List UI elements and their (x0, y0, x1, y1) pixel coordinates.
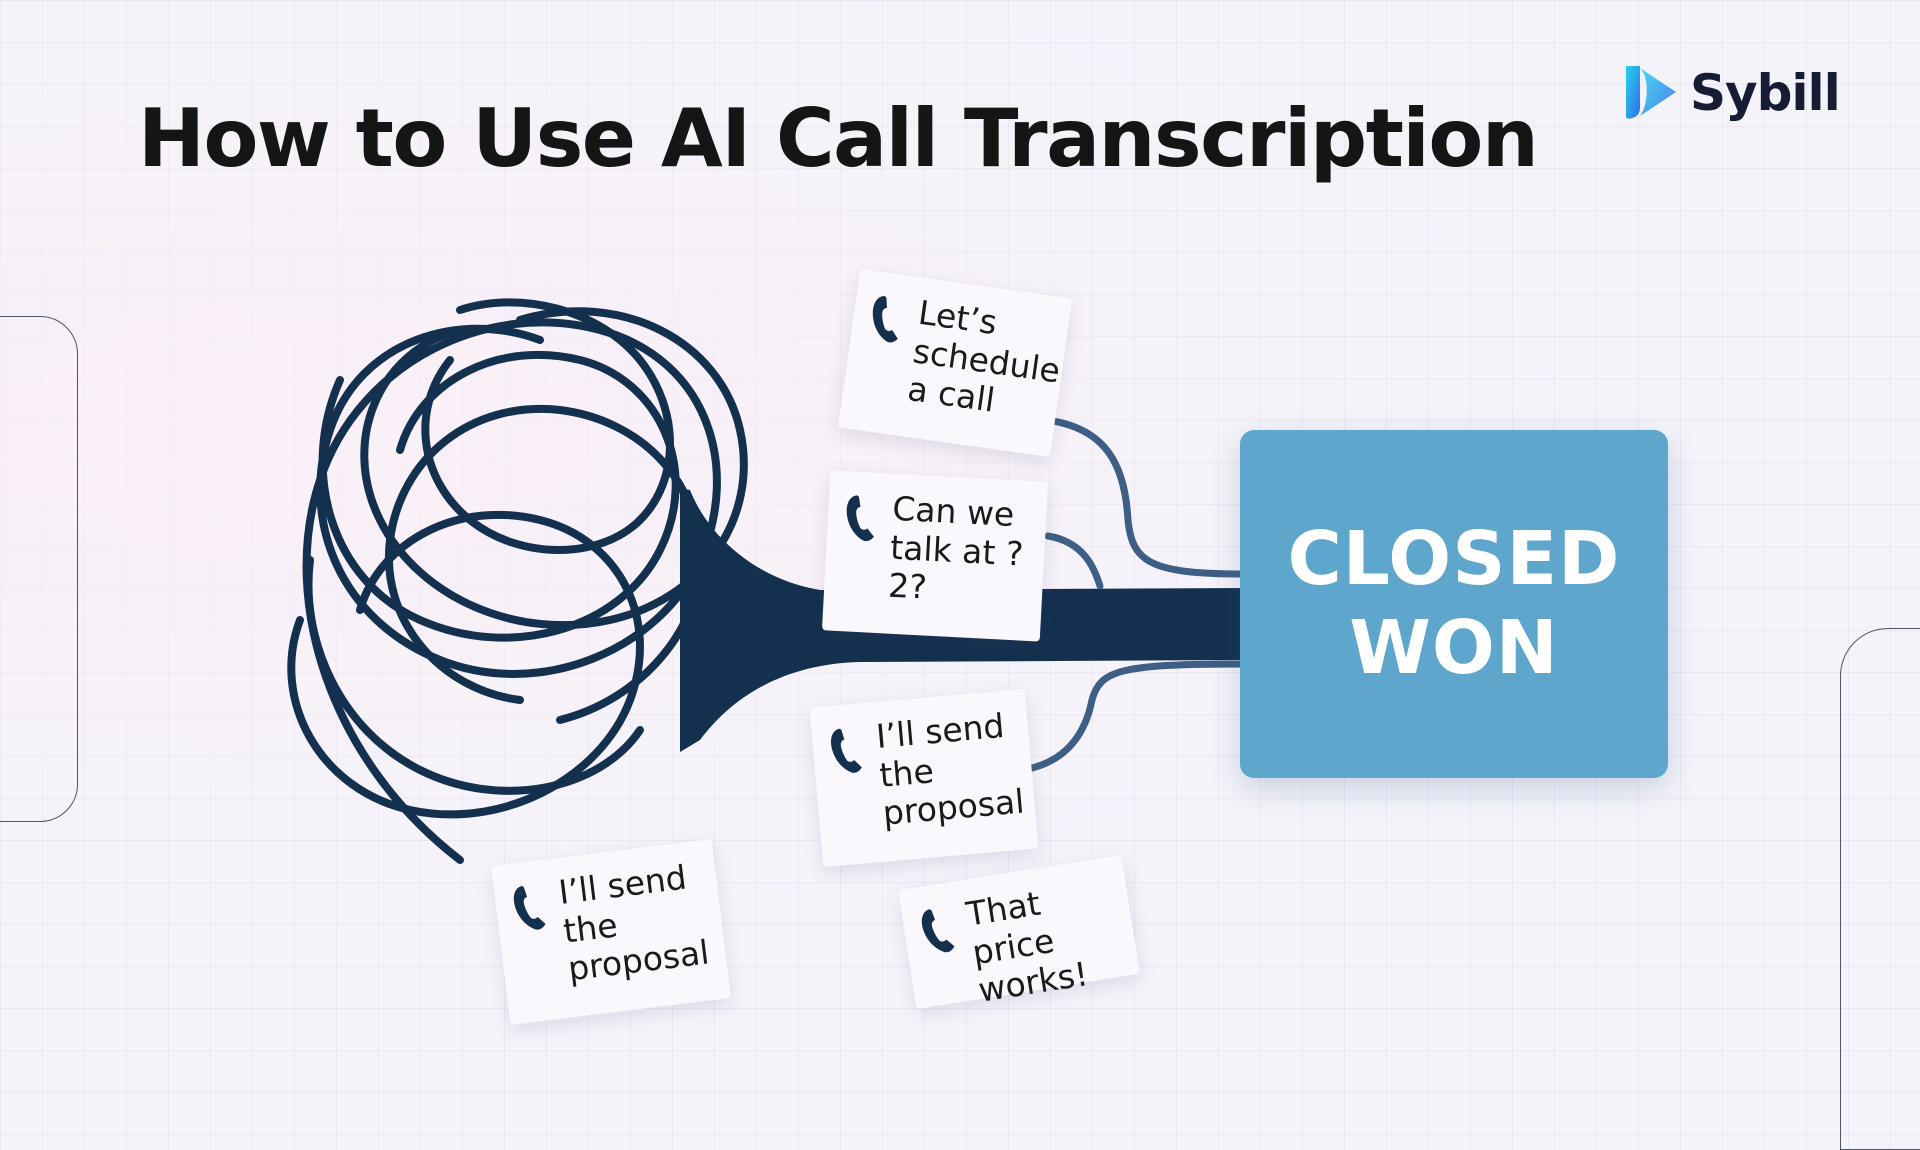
note-can-we-talk: Can we talk at ? 2? (821, 470, 1049, 642)
page-title: How to Use AI Call Transcription (138, 92, 1539, 185)
closed-won-label: CLOSED WON (1287, 516, 1621, 691)
brand-name: Sybill (1690, 64, 1841, 122)
note-text: Let’s schedule a call (905, 292, 1063, 420)
phone-icon (846, 495, 874, 542)
note-price-works: That price works! (898, 855, 1140, 1011)
phone-icon (921, 909, 955, 953)
sybill-logo-icon (1626, 66, 1676, 119)
note-connectors (1028, 416, 1248, 772)
note-text: I’ll send the proposal (874, 705, 1026, 833)
phone-icon (830, 728, 862, 773)
note-lets-schedule: Let’s schedule a call (837, 268, 1073, 458)
left-side-frame (0, 316, 78, 822)
tangled-scribble (287, 298, 748, 864)
note-text: I’ll send the proposal (556, 857, 712, 989)
note-send-proposal-2: I’ll send the proposal (491, 839, 731, 1025)
note-text: Can we talk at ? 2? (887, 488, 1025, 607)
brand-logo[interactable]: Sybill (1618, 62, 1841, 124)
phone-icon (513, 886, 546, 930)
phone-icon (872, 296, 898, 343)
note-send-proposal-1: I’ll send the proposal (809, 688, 1039, 868)
closed-won-box: CLOSED WON (1240, 430, 1668, 778)
note-text: That price works! (963, 883, 1091, 1011)
